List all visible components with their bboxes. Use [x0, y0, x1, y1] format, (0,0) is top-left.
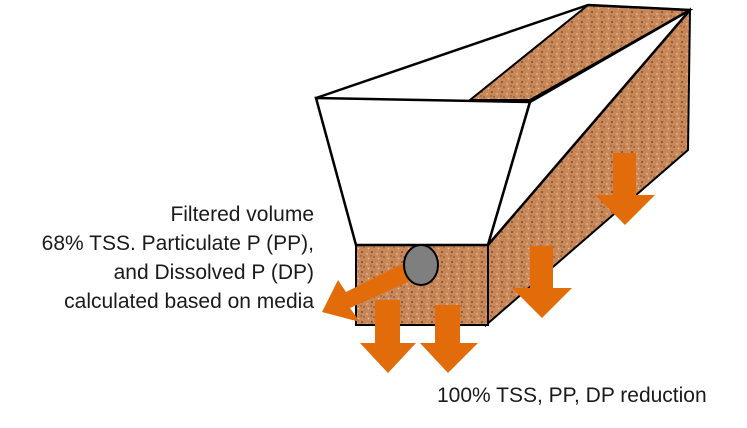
infiltration-arrows [360, 153, 655, 373]
reduction-label: 100% TSS, PP, DP reduction [437, 384, 707, 407]
down-arrow-1 [360, 300, 416, 373]
outflow-arrow [322, 255, 430, 322]
down-arrow-4 [595, 153, 655, 225]
outlet-pipe [403, 244, 439, 286]
trench-top-edge [587, 3, 691, 12]
trench-right-wall [486, 8, 691, 246]
filtered-line-3: and Dissolved P (DP) [113, 261, 314, 284]
down-arrow-3 [512, 246, 572, 318]
filtered-line-4: calculated based on media [64, 290, 314, 313]
down-arrow-2 [420, 305, 478, 373]
filtered-volume-label: Filtered volume 68% TSS. Particulate P (… [8, 200, 314, 316]
filtered-line-1: Filtered volume [170, 203, 314, 226]
filtered-line-2: 68% TSS. Particulate P (PP), [41, 232, 314, 255]
trench-back-rim [315, 3, 589, 100]
